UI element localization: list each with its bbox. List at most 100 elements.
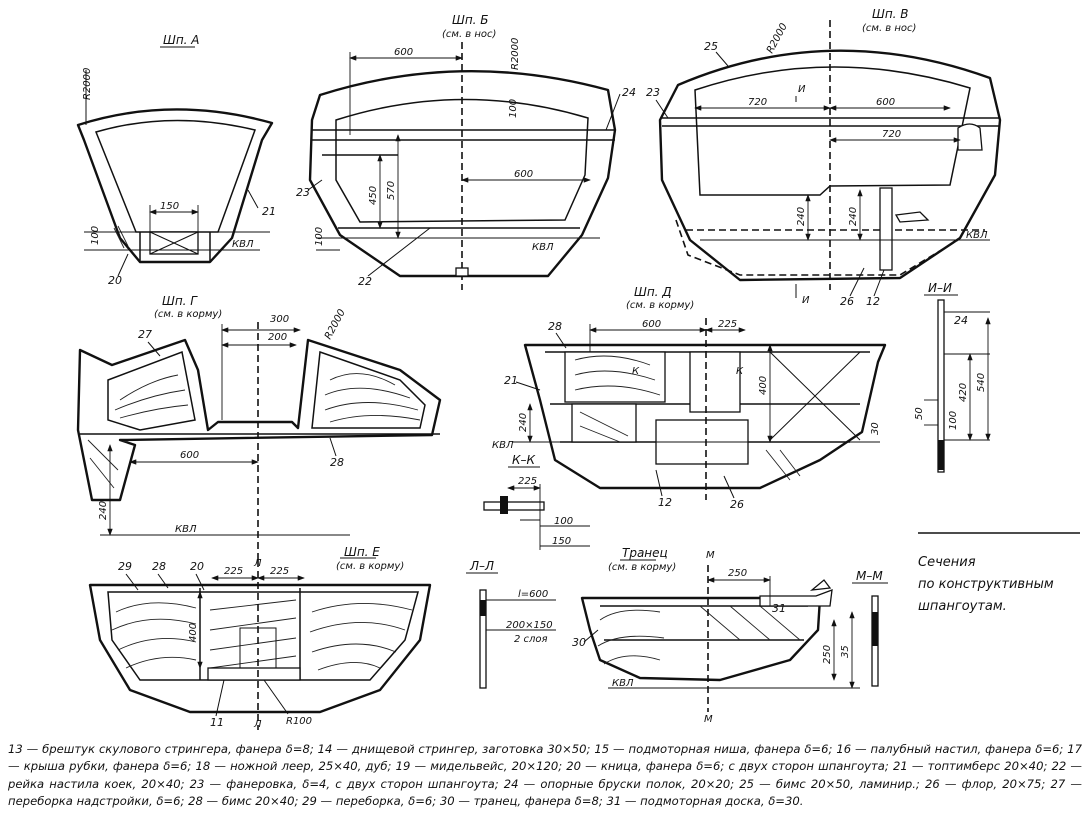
frame-d-title: Шп. Д (634, 285, 672, 299)
dim-100-b: 100 (314, 227, 325, 246)
frame-a-title: Шп. А (163, 33, 200, 47)
section-l-l: Л–Л l=600 200×150 2 слоя (466, 559, 556, 689)
part-26-v: 26 (840, 295, 854, 308)
transom-title: Транец (622, 546, 668, 560)
dim-240-v-l: 240 (796, 207, 807, 226)
dim-420-ii: 420 (958, 383, 969, 402)
cut-m-top: М (706, 550, 715, 561)
dim-720-v-mid: 720 (882, 129, 901, 140)
transom-subtitle: (см. в корму) (608, 562, 676, 573)
cut-k-left: К (632, 366, 640, 377)
section-m-m: М–М (852, 569, 888, 687)
section-i-i-title: И–И (928, 281, 952, 295)
kvl-d: КВЛ (492, 440, 514, 451)
r2000-v: R2000 (765, 22, 790, 56)
frame-v-subtitle: (см. в нос) (862, 23, 916, 34)
kvl-g: КВЛ (175, 524, 197, 535)
dim-240-d: 240 (518, 413, 529, 432)
part-20-a: 20 (108, 274, 122, 287)
dim-600-g: 600 (180, 450, 199, 461)
dim-100-a: 100 (90, 226, 101, 245)
frame-e-title: Шп. Е (344, 545, 380, 559)
layers-ll: 2 слоя (514, 634, 548, 645)
part-31-transom: 31 (772, 602, 786, 615)
section-k-k-title: К–К (512, 453, 536, 467)
section-i-i: И–И 24 540 420 100 50 (914, 281, 991, 473)
dim-240-v-r: 240 (848, 207, 859, 226)
l600-ll: l=600 (518, 589, 548, 600)
r2000-a: R2000 (82, 68, 93, 100)
frame-e-subtitle: (см. в корму) (336, 561, 404, 572)
frame-v-title: Шп. В (872, 7, 909, 21)
note-line-2: по конструктивным (918, 577, 1054, 592)
part-12-v: 12 (866, 295, 880, 308)
dim-400-e: 400 (188, 623, 199, 642)
dim-225-e-r: 225 (270, 566, 289, 577)
kvl-v: КВЛ (966, 230, 988, 241)
frame-e: Шп. Е (см. в корму) 225 225 400 Л Л R100… (88, 545, 432, 730)
dim-200-g: 200 (268, 332, 287, 343)
part-21-a: 21 (262, 205, 276, 218)
dim-225-kk: 225 (518, 476, 537, 487)
dim-450-b: 450 (368, 186, 379, 205)
cut-l-top: Л (253, 558, 262, 569)
dim-150-kk: 150 (552, 536, 571, 547)
cut-l-bottom: Л (253, 719, 262, 730)
note-line-1: Сечения (918, 555, 976, 570)
frame-v: Шп. В (см. в нос) 720 600 720 240 240 КВ… (646, 7, 1002, 308)
dim-30-d: 30 (870, 422, 881, 435)
part-23-v: 23 (646, 86, 660, 99)
part-30-transom: 30 (572, 636, 586, 649)
dim-600-b-top: 600 (394, 47, 413, 58)
part-12-d: 12 (658, 496, 672, 509)
note-line-3: шпангоутам. (918, 599, 1007, 614)
section-k-k: К–К 225 100 150 (483, 453, 590, 550)
part-27-g: 27 (138, 328, 152, 341)
frame-transom: Транец (см. в корму) 250 250 35 КВЛ М М … (572, 546, 860, 725)
dim-100-kk: 100 (554, 516, 573, 527)
cut-k-right: К (736, 366, 744, 377)
size-200x150-ll: 200×150 (506, 620, 553, 631)
dim-100-b-top: 100 (508, 99, 519, 118)
dim-225-d: 225 (718, 319, 737, 330)
part-24-ii: 24 (954, 314, 968, 327)
frame-g-title: Шп. Г (162, 294, 198, 308)
cut-i-bottom: И (802, 295, 810, 306)
frame-g-subtitle: (см. в корму) (154, 309, 222, 320)
part-23-b: 23 (296, 186, 310, 199)
dim-100-ii: 100 (948, 411, 959, 430)
dim-50-ii: 50 (914, 407, 925, 420)
parts-legend-caption: 13 — брештук скулового стрингера, фанера… (8, 742, 1082, 809)
dim-250-transom: 250 (728, 568, 747, 579)
cut-m-bottom: М (704, 714, 713, 725)
kvl-b: КВЛ (532, 242, 554, 253)
frame-b: Шп. Б (см. в нос) 600 600 450 570 100 КВ… (296, 13, 636, 290)
part-22-b: 22 (358, 275, 372, 288)
dim-300-g: 300 (270, 314, 289, 325)
frame-d-subtitle: (см. в корму) (626, 300, 694, 311)
dim-225-e-l: 225 (224, 566, 243, 577)
r2000-g: R2000 (323, 308, 348, 342)
dim-600-v: 600 (876, 97, 895, 108)
dim-150-a: 150 (160, 201, 179, 212)
part-28-e: 28 (152, 560, 166, 573)
dim-250-transom-v: 250 (822, 645, 833, 664)
part-29-e: 29 (118, 560, 132, 573)
frame-b-subtitle: (см. в нос) (442, 29, 496, 40)
part-26-d: 26 (730, 498, 744, 511)
dim-570-b: 570 (386, 181, 397, 200)
r2000-b: R2000 (510, 38, 521, 70)
part-24-b: 24 (622, 86, 636, 99)
dim-600-b-mid: 600 (514, 169, 533, 180)
dim-240-g: 240 (98, 501, 109, 520)
part-28-g: 28 (330, 456, 344, 469)
part-20-e: 20 (190, 560, 204, 573)
dim-400-d: 400 (758, 376, 769, 395)
frame-a: Шп. А 150 100 КВЛ R2000 21 20 (76, 33, 276, 287)
kvl-a: КВЛ (232, 239, 254, 250)
section-l-l-title: Л–Л (469, 559, 494, 573)
r100-e: R100 (286, 716, 312, 727)
part-21-d: 21 (504, 374, 518, 387)
part-11-e: 11 (210, 716, 224, 729)
